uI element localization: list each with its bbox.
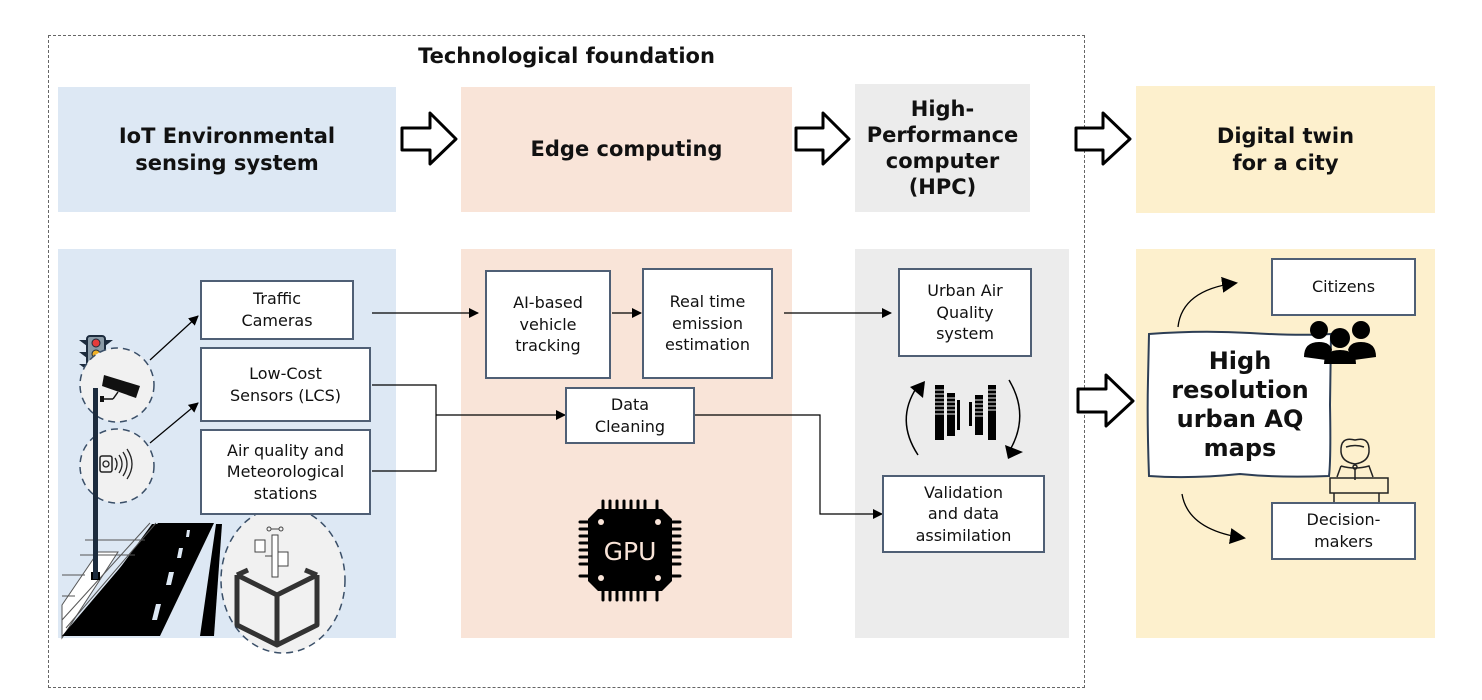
bar-cycle-icon <box>905 379 1023 459</box>
arrow-maps-to-citizens <box>1177 276 1238 328</box>
stage-twin-line-1: Digital twin <box>1216 124 1355 149</box>
decision-line-1: Decision- <box>1306 510 1381 530</box>
people-group-icon <box>1304 321 1376 364</box>
ai-tracking-line-2: vehicle <box>519 314 577 334</box>
uaq-line-3: system <box>936 324 994 344</box>
arrow-cleaning-to-validation <box>694 414 883 519</box>
stage-hpc-line-2: Performance <box>866 122 1019 147</box>
arrow-camera-to-traffic <box>149 315 199 361</box>
lcs-line-2: Sensors (LCS) <box>230 385 341 405</box>
maps-line-1: High <box>1208 347 1272 376</box>
block-arrow-hpc-maps <box>1076 373 1135 428</box>
citizens-label: Citizens <box>1311 277 1376 297</box>
validation-line-2: and data <box>927 504 1000 524</box>
cleaning-line-2: Cleaning <box>594 416 666 436</box>
validation-line-3: assimilation <box>915 525 1012 545</box>
stations-line-3: stations <box>253 483 318 503</box>
connector-lcs-stations <box>372 384 437 472</box>
lcs-line-1: Low-Cost <box>249 363 322 383</box>
maps-line-4: maps <box>1203 433 1277 462</box>
arrow-sensor-to-lcs <box>149 402 199 444</box>
road-icon <box>61 522 222 640</box>
emission-line-2: emission <box>672 313 743 333</box>
stage-hpc-line-3: computer <box>885 149 1000 173</box>
box-citizens: Citizens <box>1271 258 1416 316</box>
speaker-podium-icon <box>1329 438 1389 502</box>
arrow-maps-to-decision <box>1181 493 1246 544</box>
gpu-label: GPU <box>604 537 657 566</box>
uaq-line-1: Urban Air <box>927 281 1003 301</box>
camera-icon <box>79 347 155 428</box>
stage-twin-line-2: for a city <box>1232 150 1339 175</box>
block-arrow-iot-edge <box>400 111 458 166</box>
maps-box-outline <box>1146 330 1333 479</box>
stage-iot-line-1: IoT Environmental <box>118 124 336 149</box>
decision-line-2: makers <box>1314 532 1373 551</box>
ai-tracking-line-1: AI-based <box>513 293 583 313</box>
validation-line-1: Validation <box>923 482 1003 502</box>
gpu-chip-icon: GPU <box>578 499 682 602</box>
traffic-cameras-line-2: Cameras <box>241 311 313 330</box>
technological-foundation-frame <box>48 35 1085 688</box>
stage-edge-title: Edge computing <box>530 137 723 162</box>
stations-line-1: Air quality and <box>227 440 344 460</box>
emission-line-3: estimation <box>665 335 750 355</box>
stations-line-2: Meteorological <box>226 462 345 482</box>
block-arrow-hpc-twin <box>1074 111 1132 166</box>
stage-iot-line-2: sensing system <box>135 150 319 175</box>
maps-line-3: urban AQ <box>1176 405 1304 433</box>
emission-line-1: Real time <box>669 292 746 312</box>
stage-hpc-line-1: High- <box>910 96 975 121</box>
stage-edge-header: Edge computing <box>461 87 792 212</box>
uaq-line-2: Quality <box>936 302 994 322</box>
stage-hpc-line-4: (HPC) <box>908 175 977 200</box>
box-decision-makers: Decision-makers <box>1271 502 1416 560</box>
cleaning-line-1: Data <box>610 394 650 414</box>
sensor-icon <box>79 428 155 579</box>
block-arrow-edge-hpc <box>794 111 851 166</box>
ai-tracking-line-3: tracking <box>515 336 581 356</box>
maps-line-2: resolution <box>1171 376 1309 405</box>
weather-station-icon <box>220 506 346 654</box>
traffic-cameras-line-1: Traffic <box>252 289 302 309</box>
frame-title: Technological foundation <box>418 44 715 68</box>
